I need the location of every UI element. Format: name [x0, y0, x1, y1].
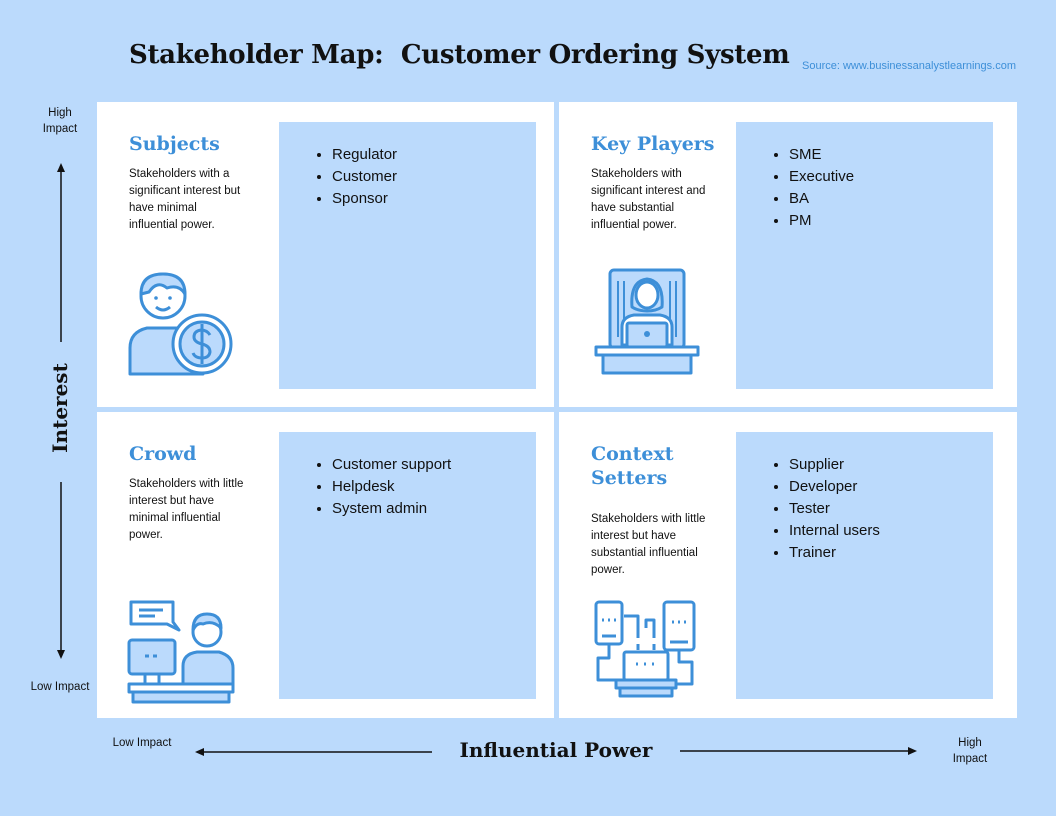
y-axis-title: Interest	[48, 363, 72, 453]
y-low-label: Low Impact	[30, 681, 90, 693]
quadrant-key-players: Key Players Stakeholders with significan…	[559, 102, 1017, 407]
stakeholder-list: RegulatorCustomerSponsor	[279, 122, 536, 210]
stakeholder-list: SMEExecutiveBAPM	[736, 122, 993, 232]
stakeholder-item: Executive	[789, 166, 993, 188]
y-arrow-head-up	[57, 163, 65, 172]
y-arrow-head-down	[57, 650, 65, 659]
stakeholder-item: Regulator	[332, 144, 536, 166]
x-arrow-head-left	[195, 748, 204, 756]
stakeholder-item: Trainer	[789, 542, 993, 564]
stakeholder-item: Sponsor	[332, 188, 536, 210]
stakeholder-item: Supplier	[789, 454, 993, 476]
source-credit: Source: www.businessanalystlearnings.com	[802, 60, 1016, 72]
stakeholder-item: BA	[789, 188, 993, 210]
x-low-label: Low Impact	[112, 737, 172, 749]
stakeholder-list-panel: SMEExecutiveBAPM	[736, 122, 993, 389]
stakeholder-grid: Subjects Stakeholders with a significant…	[97, 102, 1017, 718]
quadrant-heading: Context Setters	[591, 443, 674, 489]
person-dollar-icon	[128, 272, 233, 376]
quadrant-context-setters: Context Setters Stakeholders with little…	[559, 412, 1017, 718]
person-computer-chat-icon	[127, 600, 235, 704]
person-laptop-desk-icon	[594, 268, 700, 375]
stakeholder-list-panel: Customer supportHelpdeskSystem admin	[279, 432, 536, 699]
stakeholder-item: Helpdesk	[332, 476, 536, 498]
stakeholder-item: SME	[789, 144, 993, 166]
quadrant-crowd: Crowd Stakeholders with little interest …	[97, 412, 554, 718]
page-title: Stakeholder Map: Customer Ordering Syste…	[129, 40, 790, 70]
stakeholder-item: PM	[789, 210, 993, 232]
stakeholder-list-panel: RegulatorCustomerSponsor	[279, 122, 536, 389]
quadrant-description: Stakeholders with a significant interest…	[129, 168, 241, 231]
stakeholder-item: Internal users	[789, 520, 993, 542]
quadrant-description: Stakeholders with significant interest a…	[591, 168, 706, 231]
stakeholder-list: SupplierDeveloperTesterInternal usersTra…	[736, 432, 993, 564]
x-axis-title: Influential Power	[459, 738, 653, 762]
stakeholder-item: Customer	[332, 166, 536, 188]
y-high-label: High Impact	[42, 107, 78, 135]
stakeholder-item: Developer	[789, 476, 993, 498]
stakeholder-item: Customer support	[332, 454, 536, 476]
stakeholder-item: Tester	[789, 498, 993, 520]
x-arrow-head-right	[908, 747, 917, 755]
quadrant-description: Stakeholders with little interest but ha…	[591, 513, 706, 576]
quadrant-heading: Subjects	[129, 133, 220, 155]
stakeholder-list-panel: SupplierDeveloperTesterInternal usersTra…	[736, 432, 993, 699]
quadrant-description: Stakeholders with little interest but ha…	[129, 478, 244, 541]
stakeholder-list: Customer supportHelpdeskSystem admin	[279, 432, 536, 520]
quadrant-subjects: Subjects Stakeholders with a significant…	[97, 102, 554, 407]
x-high-label: High Impact	[952, 737, 988, 765]
quadrant-heading: Crowd	[129, 443, 197, 465]
quadrant-heading: Key Players	[591, 133, 715, 155]
connected-devices-icon	[594, 600, 696, 698]
stakeholder-item: System admin	[332, 498, 536, 520]
